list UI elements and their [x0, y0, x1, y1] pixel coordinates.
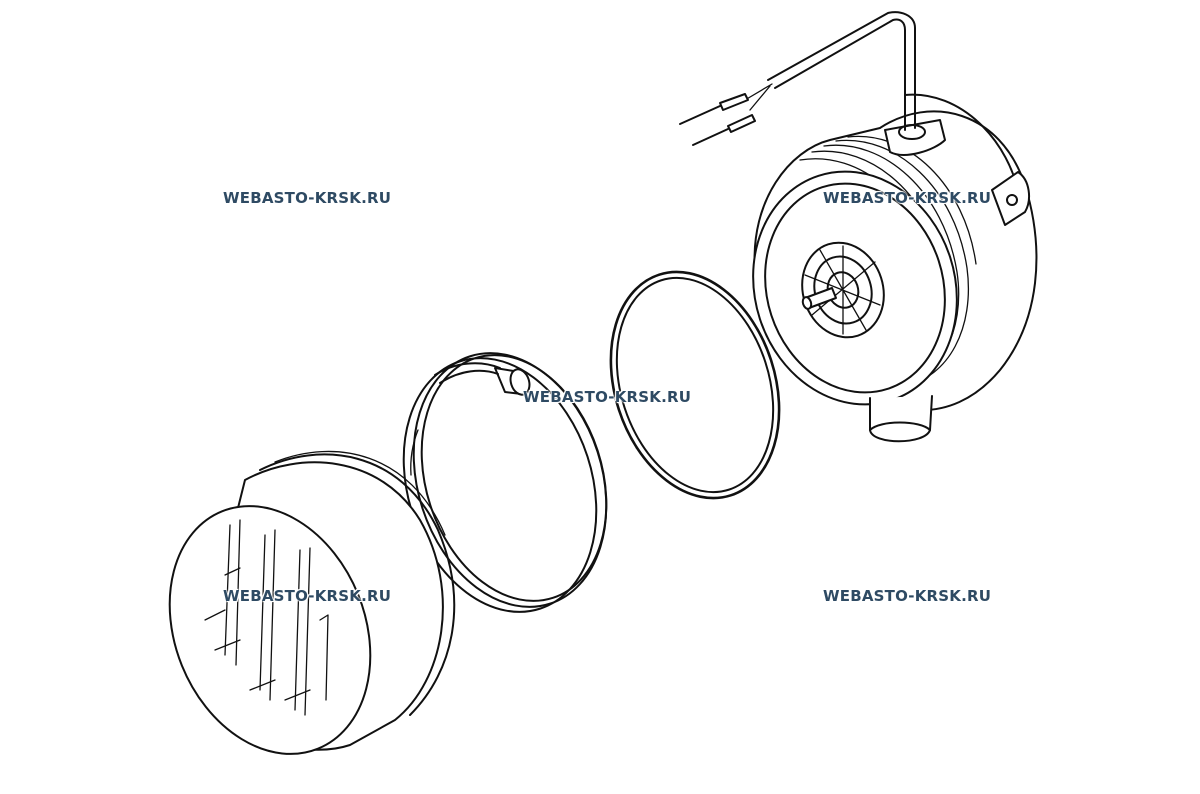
watermark-text: WEBASTO-KRSK.RU [823, 189, 992, 207]
watermark-text: WEBASTO-KRSK.RU [223, 587, 392, 605]
watermark-text: WEBASTO-KRSK.RU [823, 587, 992, 605]
watermark-text: WEBASTO-KRSK.RU [523, 388, 692, 406]
watermark-text: WEBASTO-KRSK.RU [223, 189, 392, 207]
motor-housing [679, 11, 1038, 443]
o-ring-gasket [609, 270, 781, 500]
intake-cap [168, 450, 456, 755]
